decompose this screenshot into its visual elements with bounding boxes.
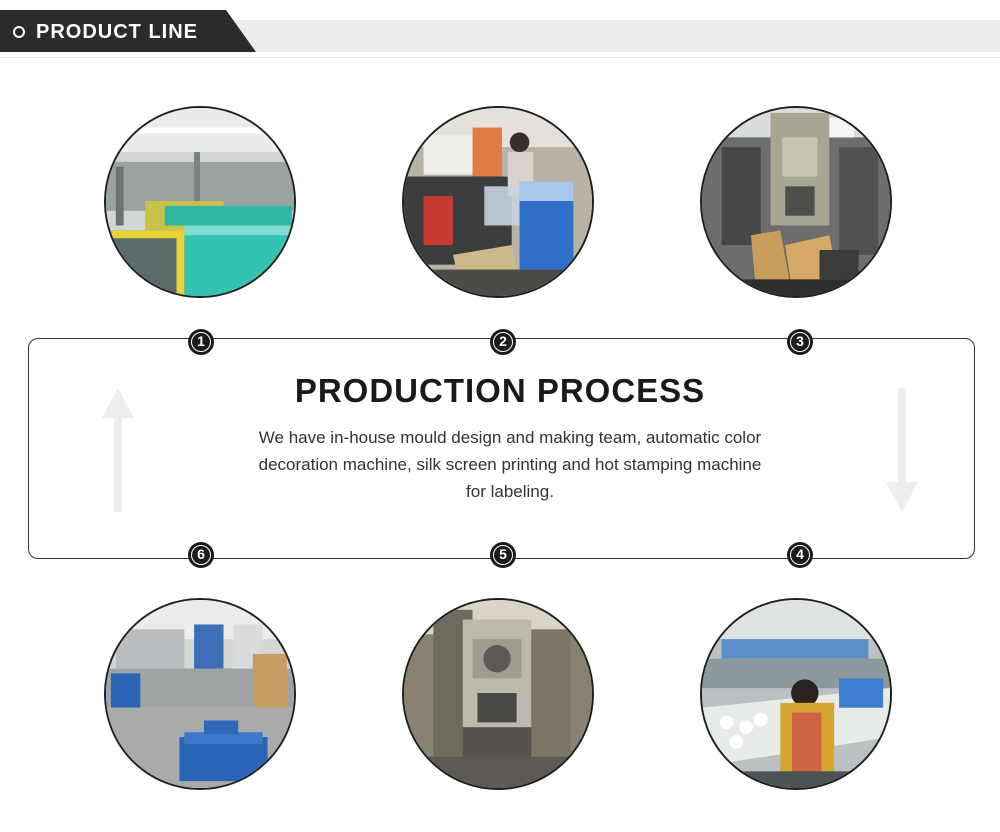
photo-assembly-line-worker bbox=[700, 598, 892, 790]
process-title: PRODUCTION PROCESS bbox=[294, 372, 706, 409]
step-badge-1: 1 bbox=[188, 329, 214, 355]
step-number: 6 bbox=[191, 545, 211, 565]
step-number: 5 bbox=[493, 545, 513, 565]
ring-icon bbox=[13, 26, 25, 38]
photo-injection-machine-operator bbox=[402, 106, 594, 298]
header-tab bbox=[0, 10, 256, 52]
arrow-down-icon bbox=[886, 388, 918, 512]
photo-stamping-press bbox=[700, 106, 892, 298]
arrow-up-icon bbox=[102, 388, 134, 512]
step-badge-2: 2 bbox=[490, 329, 516, 355]
step-badge-5: 5 bbox=[490, 542, 516, 568]
header-divider bbox=[0, 57, 1000, 58]
step-number: 2 bbox=[493, 332, 513, 352]
step-number: 1 bbox=[191, 332, 211, 352]
step-number: 4 bbox=[790, 545, 810, 565]
section-title: PRODUCT LINE bbox=[36, 21, 198, 43]
photo-injection-molding-workshop bbox=[104, 106, 296, 298]
step-badge-3: 3 bbox=[787, 329, 813, 355]
step-badge-4: 4 bbox=[787, 542, 813, 568]
photo-warehouse-crates bbox=[104, 598, 296, 790]
process-description: We have in-house mould design and making… bbox=[258, 428, 762, 501]
step-number: 3 bbox=[790, 332, 810, 352]
header-strip bbox=[230, 20, 1000, 52]
production-process-panel bbox=[28, 338, 975, 559]
step-badge-6: 6 bbox=[188, 542, 214, 568]
photo-punch-press-machine bbox=[402, 598, 594, 790]
section-header: PRODUCT LINE bbox=[0, 0, 1000, 58]
